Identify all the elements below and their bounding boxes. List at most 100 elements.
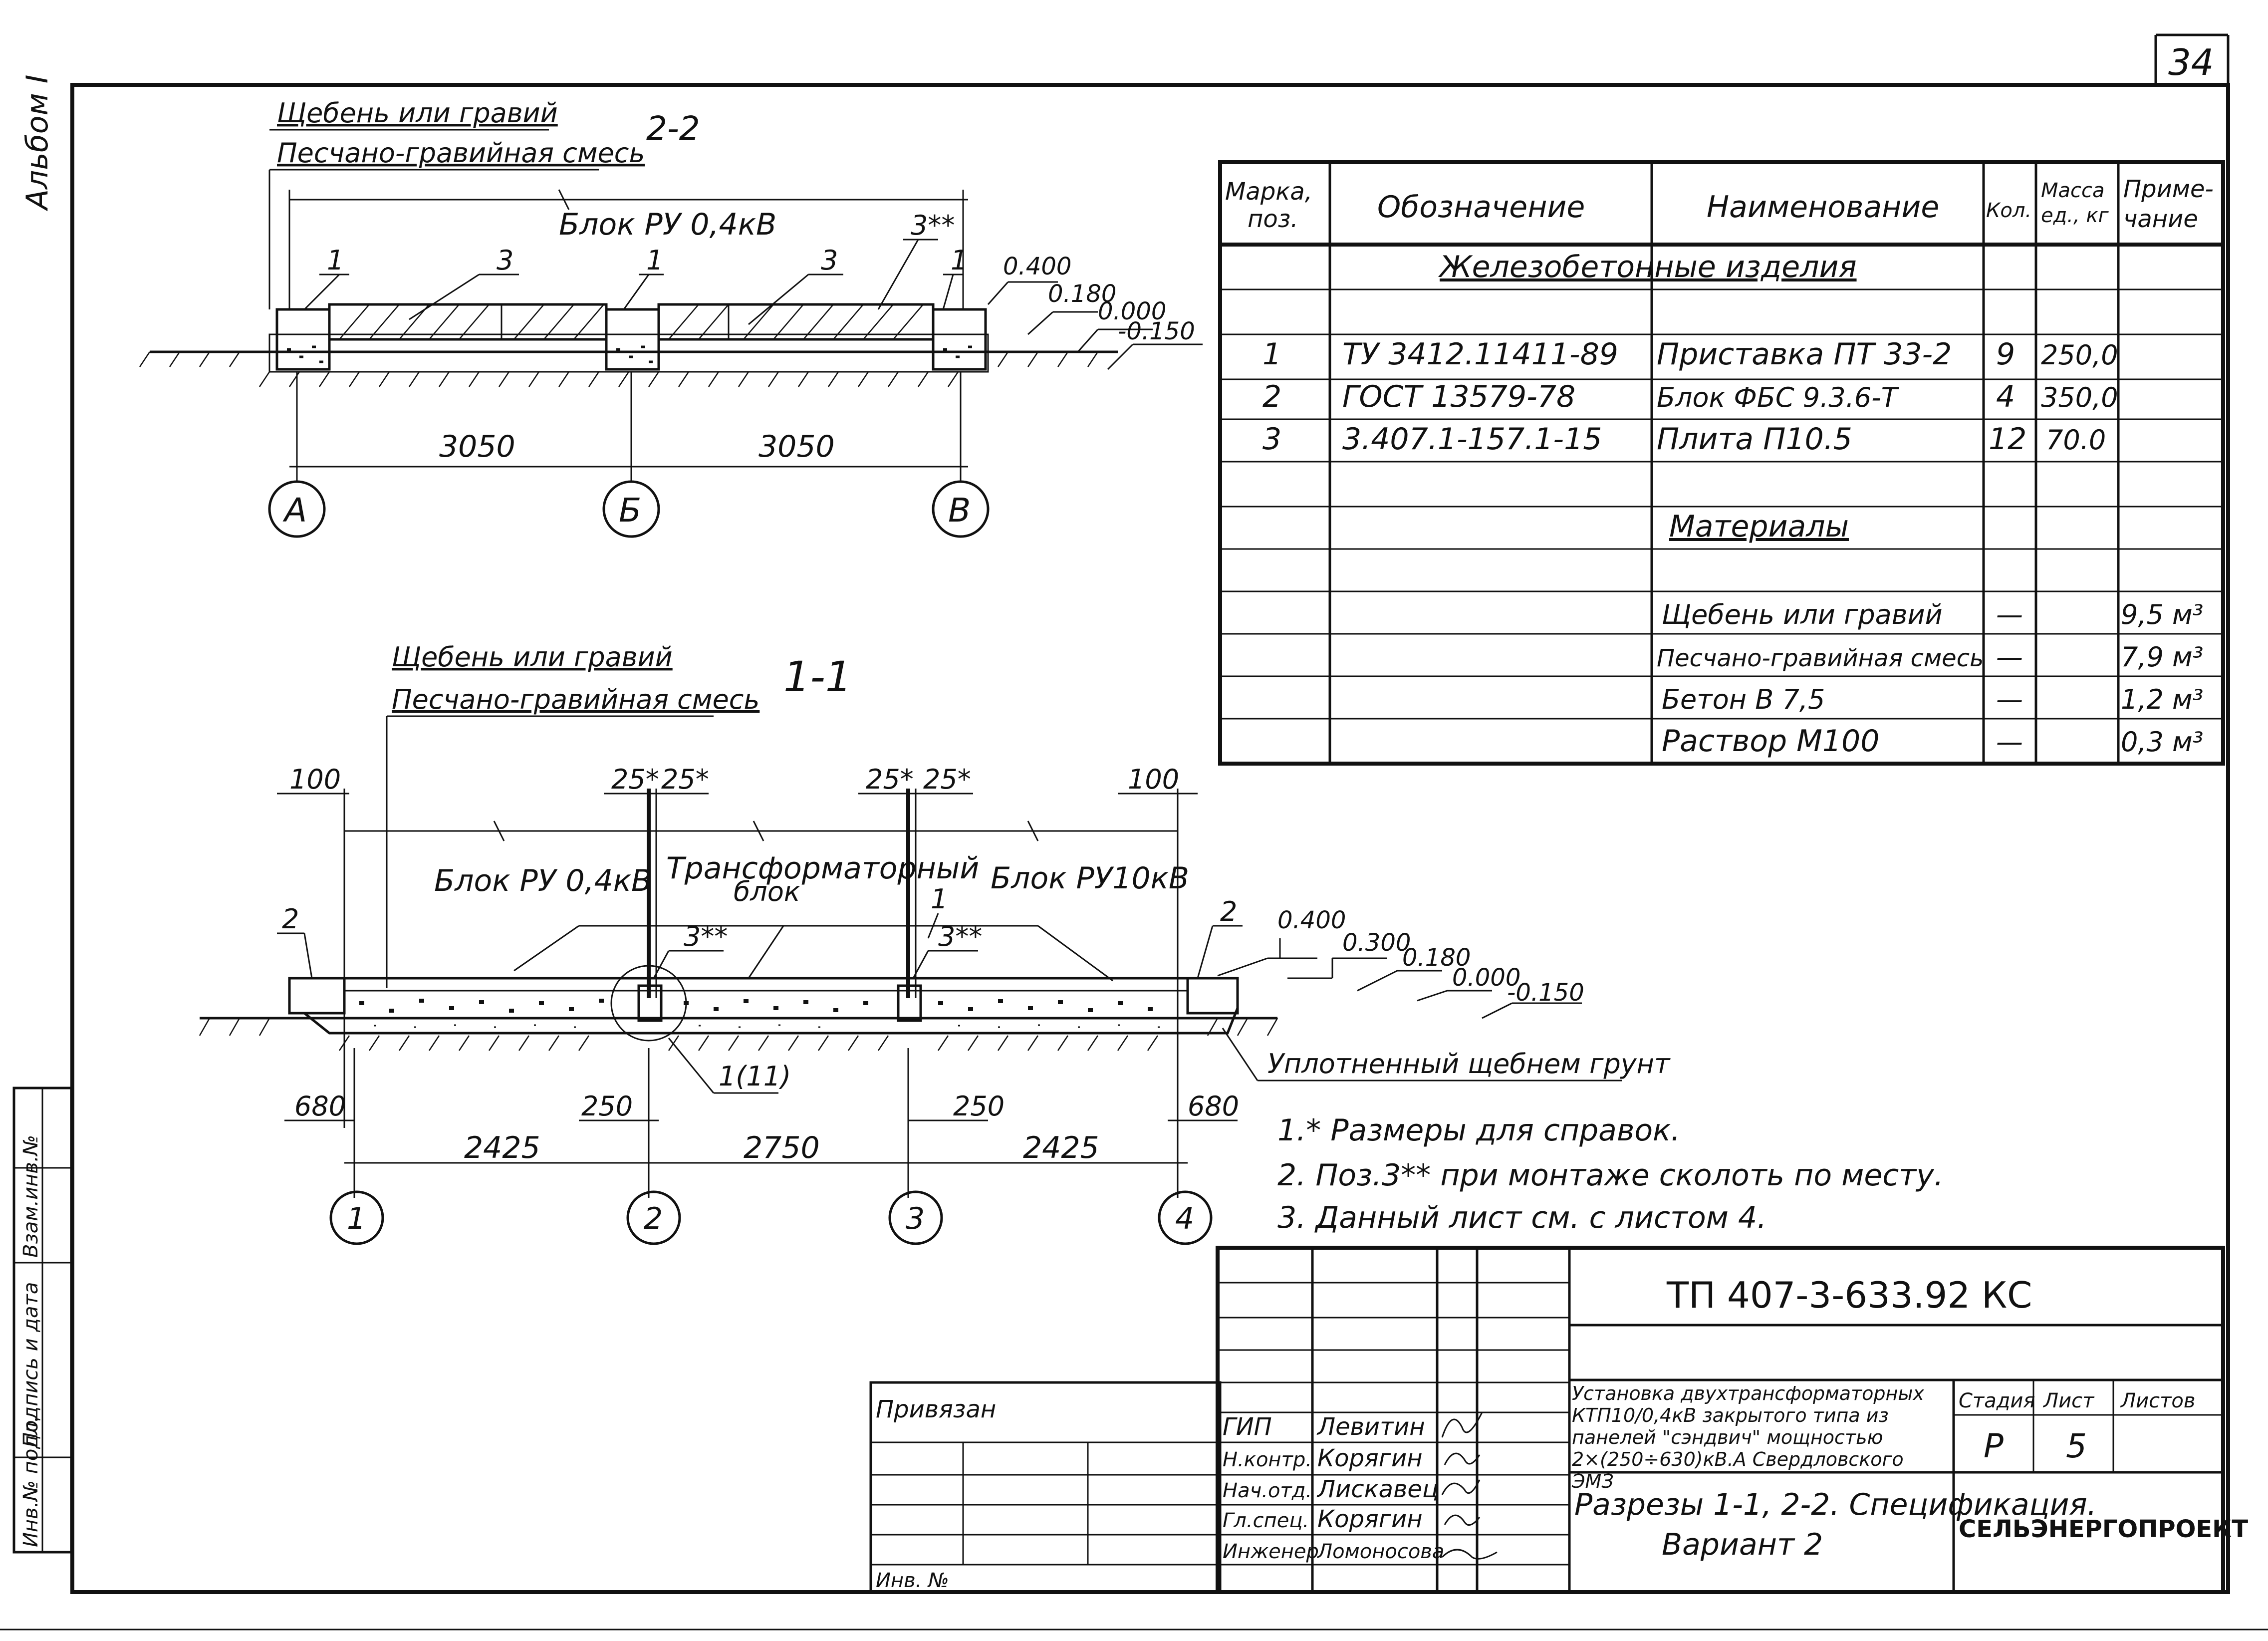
tb-sheet-label: Лист <box>2042 1389 2095 1412</box>
spec-row-2-name: Блок ФБС 9.3.6-Т <box>1657 382 1900 413</box>
tb-project-box: Установка двухтрансформаторных КТП10/0,4… <box>1572 1382 1924 1492</box>
tb-stage-label: Стадия <box>1959 1389 2035 1412</box>
tb-inv: Инв. № <box>876 1569 949 1592</box>
tb-stage: Р <box>1984 1427 2004 1465</box>
axis-a: А <box>282 491 307 530</box>
s11-elev-0180: 0.180 <box>1402 944 1471 972</box>
s11-elev-0400: 0.400 <box>1277 906 1346 934</box>
spec-mat-4-note: 0,3 м³ <box>2121 726 2203 758</box>
spec-mat-1-qty: — <box>1996 599 2023 630</box>
s11-dim-2425a: 2425 <box>464 1130 540 1165</box>
title-block: Привязан Инв. № ТП 407-3-633.92 КС Устан… <box>869 1246 2248 1594</box>
spec-mat-1-name: Щебень или гравий <box>1662 599 1943 630</box>
s11-title: 1-1 <box>783 652 852 701</box>
s11-dim-25c: 25* <box>866 764 914 795</box>
s22-elev-0400: 0.400 <box>1003 253 1071 280</box>
spec-h-pos-1: Марка, <box>1225 178 1312 206</box>
spec-h-note-2: чание <box>2123 205 2198 233</box>
spec-row-2-qty: 4 <box>1996 379 2015 414</box>
tb-name-4: Корягин <box>1317 1505 1423 1533</box>
tb-role-3: Нач.отд. <box>1223 1479 1312 1502</box>
s11-dim-100b: 100 <box>1128 764 1179 795</box>
s22-gravel-label: Щебень или гравий <box>277 97 558 129</box>
spec-row-1-qty: 9 <box>1996 337 2015 372</box>
s22-elev-0000: 0.000 <box>1098 297 1166 325</box>
sheet-number: 34 <box>2168 41 2214 83</box>
s11-pos-2b: 2 <box>1220 896 1237 927</box>
spec-mat-3-qty: — <box>1996 684 2023 715</box>
spec-row-1-mass: 250,0 <box>2041 339 2118 371</box>
spec-h-note-1: Приме- <box>2123 175 2214 203</box>
side-stamp-signature: Подпись и дата <box>19 1282 42 1447</box>
s22-sand-label: Песчано-гравийная смесь <box>277 137 645 169</box>
s22-pos-3b: 3 <box>821 245 838 276</box>
s11-gravel-label: Щебень или гравий <box>392 641 673 673</box>
spec-row-2-pos: 2 <box>1262 379 1281 414</box>
tb-sheets-label: Листов <box>2120 1389 2195 1412</box>
s22-dim-2: 3050 <box>758 429 835 464</box>
tb-name-2: Корягин <box>1317 1444 1423 1472</box>
note-1: 1.* Размеры для справок. <box>1277 1113 1680 1148</box>
s11-dim-25d: 25* <box>923 764 971 795</box>
spec-mat-1-note: 9,5 м³ <box>2121 599 2203 630</box>
axis-2: 2 <box>644 1201 663 1236</box>
s11-dim-680a: 680 <box>294 1091 346 1122</box>
s22-elev-m0150: -0.150 <box>1118 317 1195 345</box>
spec-group-materials: Материалы <box>1669 509 1849 544</box>
tb-sheet: 5 <box>2066 1427 2087 1465</box>
spec-h-mass-1: Масса <box>2041 179 2105 202</box>
spec-mat-4-name: Раствор М100 <box>1662 724 1879 759</box>
spec-row-1-pos: 1 <box>1262 337 1281 372</box>
tb-role-1: ГИП <box>1223 1413 1272 1441</box>
side-stamp: Инв.№ подл. Подпись и дата Взам.инв.№ <box>12 1087 73 1554</box>
s11-elev-0300: 0.300 <box>1342 929 1411 957</box>
spec-h-qty: Кол. <box>1986 199 2031 222</box>
s11-dim-100a: 100 <box>289 764 341 795</box>
spec-mat-4-qty: — <box>1996 726 2023 758</box>
axis-b: Б <box>619 491 641 530</box>
tb-name-1: Левитин <box>1316 1413 1425 1441</box>
s11-pos-2a: 2 <box>282 903 299 935</box>
s11-dim-250b: 250 <box>953 1091 1005 1122</box>
s22-pos-1a: 1 <box>327 245 344 276</box>
album-label: Альбом I <box>20 75 55 212</box>
s22-block-label: Блок РУ 0,4кВ <box>559 207 776 242</box>
s11-block-left: Блок РУ 0,4кВ <box>434 863 652 898</box>
s22-pos-1b: 1 <box>646 245 663 276</box>
s11-sand-label: Песчано-гравийная смесь <box>392 684 759 715</box>
spec-row-2-designation: ГОСТ 13579-78 <box>1342 379 1575 414</box>
notes: 1.* Размеры для справок. 2. Поз.3** при … <box>1277 1113 1944 1235</box>
spec-mat-2-note: 7,9 м³ <box>2121 641 2203 673</box>
tb-bound: Привязан <box>876 1395 996 1423</box>
spec-row-3-designation: 3.407.1-157.1-15 <box>1342 422 1602 457</box>
s11-dim-25b: 25* <box>661 764 709 795</box>
tb-role-2: Н.контр. <box>1223 1448 1312 1471</box>
s11-block-right: Блок РУ10кВ <box>991 861 1189 896</box>
side-stamp-replace: Взам.инв.№ <box>19 1135 42 1258</box>
spec-h-pos-2: поз. <box>1248 205 1298 233</box>
tb-name-3: Лискавец <box>1316 1475 1439 1503</box>
note-2: 2. Поз.3** при монтаже сколоть по месту. <box>1277 1158 1944 1193</box>
spec-mat-2-name: Песчано-гравийная смесь <box>1657 644 1984 672</box>
s11-block-mid-1: Трансформаторный <box>666 851 979 886</box>
s22-pos-1c: 1 <box>951 245 968 276</box>
spec-group-concrete: Железобетонные изделия <box>1438 250 1857 284</box>
spec-h-name: Наименование <box>1707 190 1939 225</box>
tb-role-5: Инженер <box>1223 1540 1319 1563</box>
axis-3: 3 <box>906 1201 925 1236</box>
note-3: 3. Данный лист см. с листом 4. <box>1277 1200 1766 1235</box>
tb-org: СЕЛЬЭНЕРГОПРОЕКТ <box>1959 1515 2248 1543</box>
s22-dim-1: 3050 <box>439 429 515 464</box>
axis-v: В <box>948 491 971 530</box>
spec-mat-3-note: 1,2 м³ <box>2121 684 2203 715</box>
spec-h-mass-2: ед., кг <box>2041 204 2109 227</box>
spec-mat-2-qty: — <box>1996 641 2023 673</box>
spec-row-3-mass: 70.0 <box>2046 424 2106 456</box>
spec-row-1-name: Приставка ПТ 33-2 <box>1657 337 1952 372</box>
spec-row-3-name: Плита П10.5 <box>1657 422 1852 457</box>
section-2-2: Щебень или гравий Песчано-гравийная смес… <box>139 97 1203 538</box>
spec-row-3-pos: 3 <box>1262 422 1281 457</box>
s22-title: 2-2 <box>646 109 700 148</box>
s11-dim-25a: 25* <box>611 764 659 795</box>
